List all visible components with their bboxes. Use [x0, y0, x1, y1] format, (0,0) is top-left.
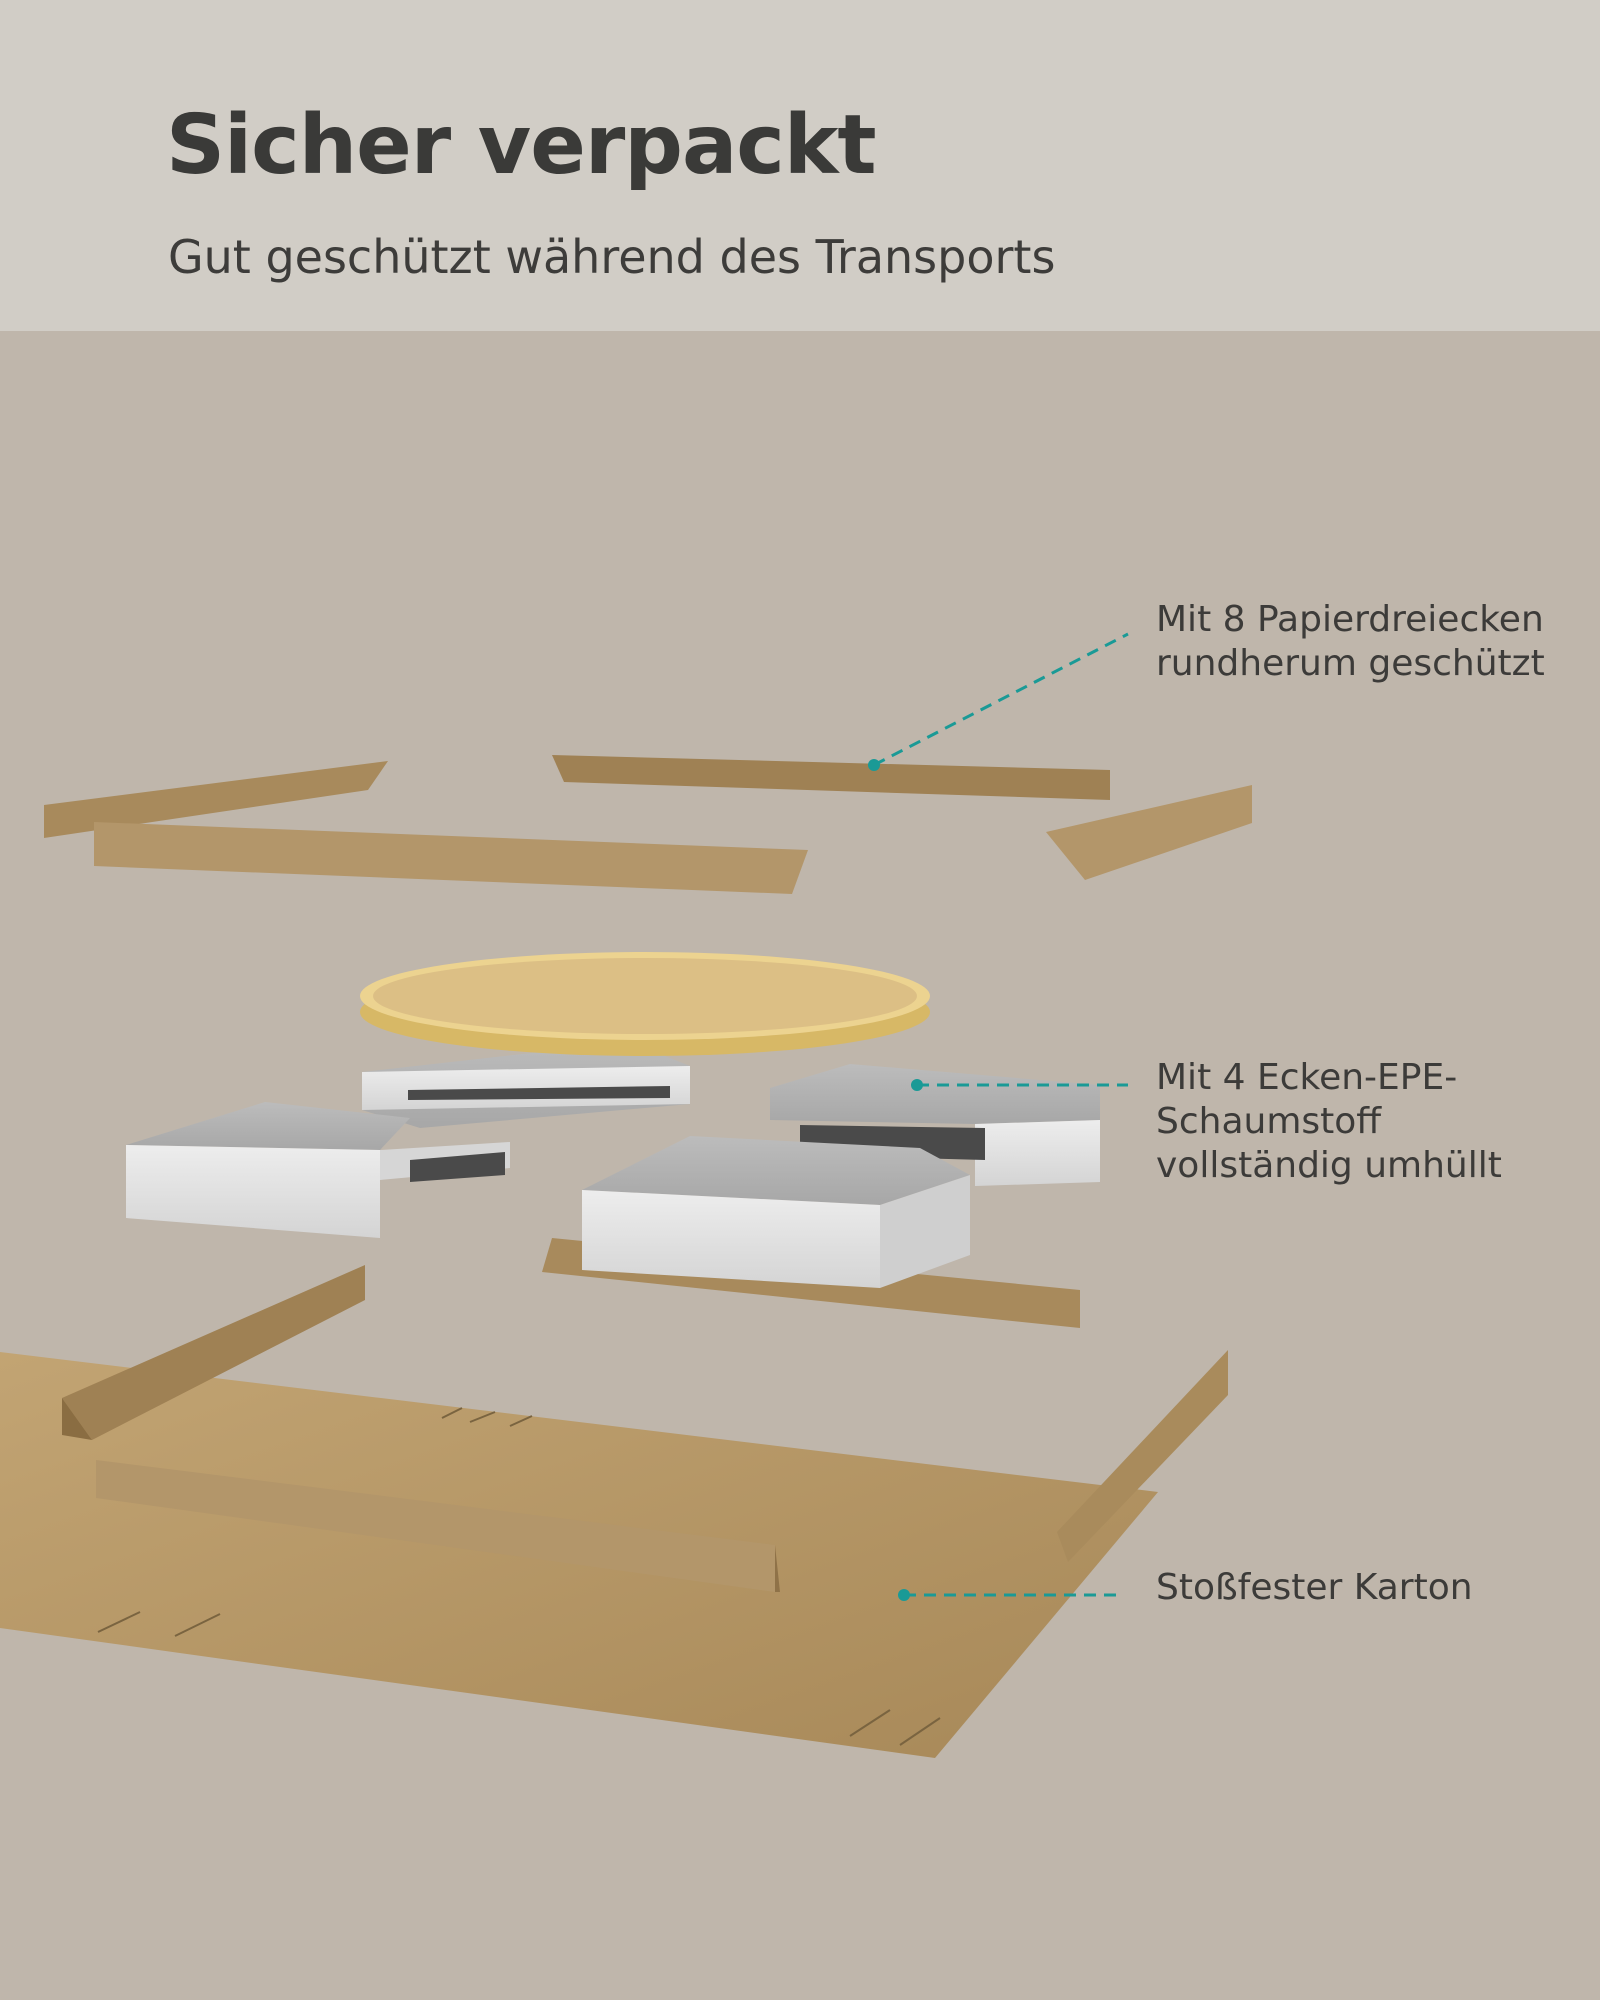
callout-line: Mit 8 Papierdreiecken [1156, 599, 1544, 640]
callout-carton: Stoßfester Karton [1156, 1566, 1473, 1610]
paper-corner-strip [62, 1265, 365, 1440]
header-band: Sicher verpackt Gut geschützt während de… [0, 0, 1600, 331]
callout-paper-triangles: Mit 8 Papierdreiecken rundherum geschütz… [1156, 598, 1545, 686]
paper-corner-strip [94, 822, 808, 894]
foam-corner-block [582, 1136, 970, 1288]
foam-corner-block [770, 1064, 1100, 1186]
page-subtitle: Gut geschützt während des Transports [168, 230, 1056, 284]
callout-line: Schaumstoff [1156, 1101, 1382, 1142]
leader-line-paper [868, 632, 1129, 771]
paper-corner-strip [44, 761, 388, 838]
leader-line-carton [898, 1589, 1118, 1601]
callout-line: Mit 4 Ecken-EPE- [1156, 1057, 1458, 1098]
callout-line: rundherum geschützt [1156, 643, 1545, 684]
foam-corner-block [126, 1102, 510, 1238]
round-tray [360, 952, 930, 1056]
foam-corner-block [362, 1042, 690, 1128]
paper-corner-strip [552, 755, 1110, 800]
callout-line: vollständig umhüllt [1156, 1145, 1502, 1186]
callout-line: Stoßfester Karton [1156, 1567, 1473, 1608]
paper-corner-strip [1046, 785, 1252, 880]
paper-corner-strip [96, 1460, 780, 1592]
paper-corner-strip [1057, 1350, 1228, 1562]
leader-line-foam [911, 1079, 1128, 1091]
page-title: Sicher verpackt [166, 98, 877, 193]
callout-epe-foam: Mit 4 Ecken-EPE- Schaumstoff vollständig… [1156, 1056, 1502, 1188]
